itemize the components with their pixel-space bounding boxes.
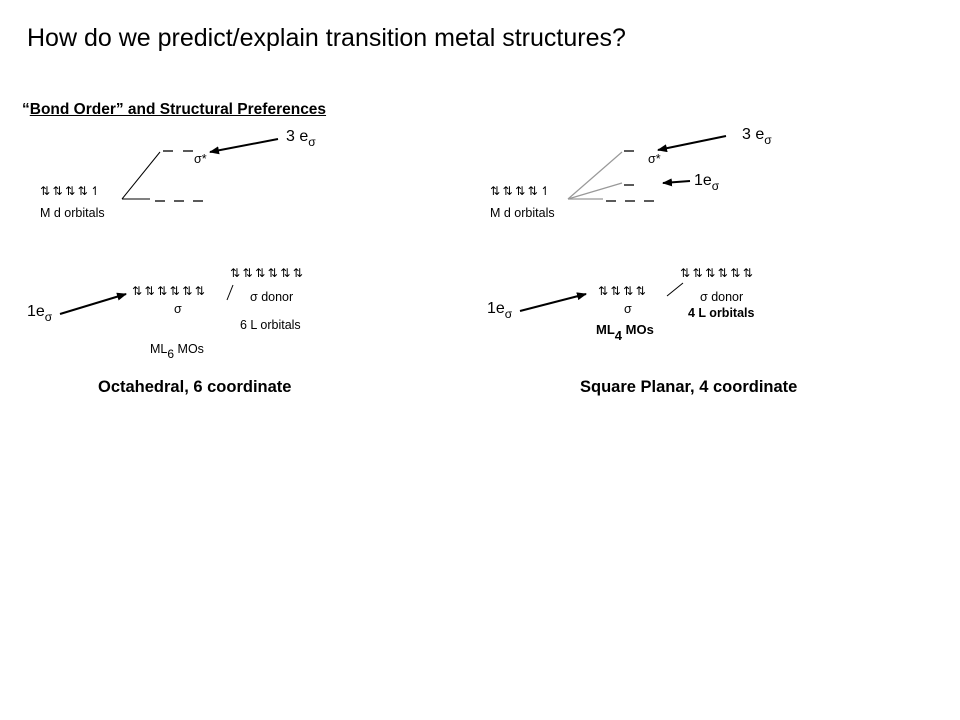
right-bottom-arrow-label-sigma: σ: [504, 307, 513, 321]
left-ligand-electrons: ⇅ ⇅ ⇅ ⇅ ⇅ ⇅: [230, 266, 303, 280]
right-correlation-line-2: [567, 182, 623, 200]
left-md-pair-2: ⇅: [52, 184, 63, 198]
left-sigma-pair-4: ⇅: [169, 284, 180, 298]
right-mos-label: ML4 MOs: [596, 322, 654, 343]
left-ligand-pair-2: ⇅: [242, 266, 253, 280]
left-sigma-pair-2: ⇅: [144, 284, 155, 298]
right-sigma-pair-2: ⇅: [610, 284, 621, 298]
right-bottom-arrow-label: 1eσ: [487, 300, 513, 321]
left-md-pair-4: ⇅: [77, 184, 88, 198]
left-top-arrow-label-text: 3 e: [286, 128, 309, 145]
section-title-text: Bond Order” and Structural Preferences: [29, 101, 327, 118]
left-mos-prefix: ML: [150, 342, 168, 356]
left-bottom-arrow: [59, 292, 127, 315]
left-ligand-pair-4: ⇅: [267, 266, 278, 280]
right-sigma-pair-1: ⇅: [598, 284, 608, 298]
left-donor-text: donor: [261, 290, 294, 304]
left-md-label: M d orbitals: [40, 206, 105, 220]
left-donor-label: σ donor: [250, 290, 293, 304]
left-l-orbitals-label: 6 L orbitals: [240, 318, 301, 332]
right-sigma-electrons: ⇅ ⇅ ⇅ ⇅: [598, 284, 646, 298]
left-donor-connector: [226, 284, 234, 301]
right-ligand-pair-2: ⇅: [692, 266, 703, 280]
section-title: “Bond Order” and Structural Preferences: [22, 101, 326, 119]
right-top-arrow: [657, 135, 727, 153]
left-md-electrons: ⇅ ⇅ ⇅ ⇅ ↿: [40, 184, 100, 198]
right-mid-arrow-label: 1eσ: [694, 172, 720, 193]
left-bottom-arrow-label-text: 1e: [27, 303, 45, 320]
right-mid-arrow: [662, 178, 691, 187]
right-md-single: ↿: [540, 184, 550, 198]
right-top-arrow-label-text: 3 e: [742, 126, 765, 143]
right-top-arrow-label: 3 eσ: [742, 126, 772, 147]
right-ligand-pair-1: ⇅: [680, 266, 690, 280]
right-donor-connector: [666, 282, 684, 297]
right-md-electrons: ⇅ ⇅ ⇅ ⇅ ↿: [490, 184, 550, 198]
right-md-pair-1: ⇅: [490, 184, 500, 198]
left-sigma-pair-5: ⇅: [182, 284, 192, 298]
right-ligand-pair-5: ⇅: [730, 266, 740, 280]
right-md-pair-2: ⇅: [502, 184, 513, 198]
right-l-orbitals-label: 4 L orbitals: [688, 306, 755, 320]
left-ligand-pair-6: ⇅: [292, 266, 303, 280]
right-sigma-label: σ: [624, 302, 632, 316]
left-sigma-pair-3: ⇅: [157, 284, 167, 298]
right-ligand-pair-3: ⇅: [705, 266, 715, 280]
page-title: How do we predict/explain transition met…: [27, 24, 626, 52]
left-ligand-pair-1: ⇅: [230, 266, 240, 280]
section-title-quote: “: [22, 101, 30, 118]
right-md-label: M d orbitals: [490, 206, 555, 220]
right-ligand-electrons: ⇅ ⇅ ⇅ ⇅ ⇅ ⇅: [680, 266, 753, 280]
left-sigma-pair-1: ⇅: [132, 284, 142, 298]
left-donor-sigma: σ: [250, 290, 258, 304]
left-sigma-star-label: σ*: [194, 152, 207, 166]
left-mos-suffix: MOs: [174, 342, 204, 356]
right-mos-sub: 4: [614, 328, 623, 343]
left-md-pair-1: ⇅: [40, 184, 50, 198]
left-top-arrow-label-sigma: σ: [308, 135, 316, 149]
left-bottom-arrow-label-sigma: σ: [44, 310, 53, 324]
left-md-single: ↿: [90, 184, 100, 198]
right-mos-prefix: ML: [596, 322, 615, 337]
right-sigma-pair-3: ⇅: [623, 284, 633, 298]
left-correlation-line: [121, 151, 161, 200]
left-ligand-pair-3: ⇅: [255, 266, 265, 280]
right-md-pair-3: ⇅: [515, 184, 525, 198]
left-sigma-label: σ: [174, 302, 182, 316]
right-top-arrow-label-sigma: σ: [764, 133, 772, 147]
left-sigma-electrons: ⇅ ⇅ ⇅ ⇅ ⇅ ⇅: [132, 284, 205, 298]
right-mid-arrow-label-sigma: σ: [711, 179, 720, 193]
right-caption: Square Planar, 4 coordinate: [580, 378, 798, 396]
right-bottom-arrow: [519, 292, 587, 312]
left-ligand-pair-5: ⇅: [280, 266, 290, 280]
left-mos-label: ML6 MOs: [150, 342, 204, 361]
left-top-arrow: [209, 138, 279, 155]
left-top-arrow-label: 3 eσ: [286, 128, 316, 149]
right-sigma-pair-4: ⇅: [635, 284, 646, 298]
right-ligand-pair-4: ⇅: [717, 266, 728, 280]
right-ligand-pair-6: ⇅: [742, 266, 753, 280]
left-mos-sub: 6: [167, 347, 175, 361]
left-sigma-pair-6: ⇅: [194, 284, 205, 298]
right-mid-arrow-label-text: 1e: [694, 172, 712, 189]
right-md-pair-4: ⇅: [527, 184, 538, 198]
right-bottom-arrow-label-text: 1e: [487, 300, 505, 317]
left-caption: Octahedral, 6 coordinate: [98, 378, 292, 396]
left-md-pair-3: ⇅: [65, 184, 75, 198]
right-correlation-line-1: [567, 151, 623, 200]
right-donor-text: donor: [711, 290, 744, 304]
right-donor-sigma: σ: [700, 290, 708, 304]
left-bottom-arrow-label: 1eσ: [27, 303, 53, 324]
right-donor-label: σ donor: [700, 290, 743, 304]
right-sigma-star-label: σ*: [648, 152, 661, 166]
right-mos-suffix: MOs: [622, 322, 654, 337]
